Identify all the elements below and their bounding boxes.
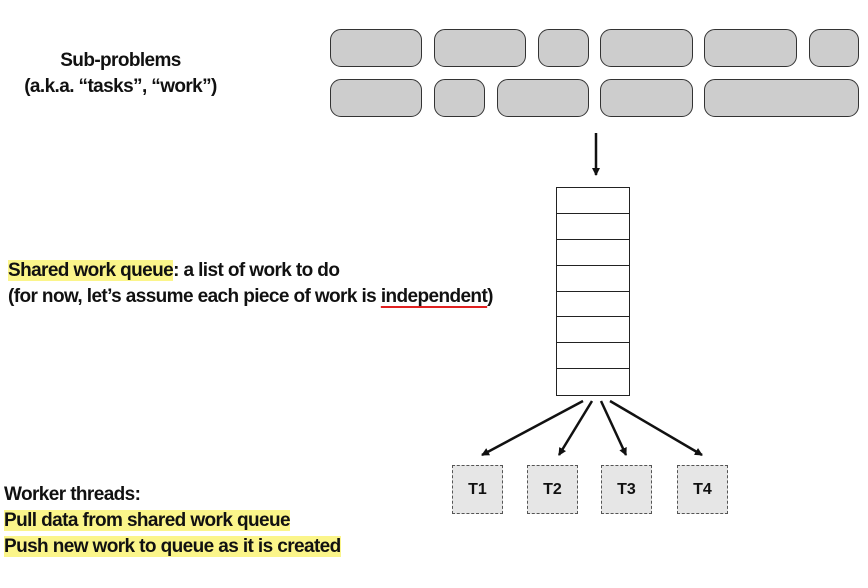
queue-slot bbox=[557, 214, 629, 240]
task-block bbox=[434, 29, 526, 67]
shared-work-queue bbox=[556, 187, 630, 396]
worker-thread-t4: T4 bbox=[677, 465, 728, 514]
queue-slot bbox=[557, 317, 629, 344]
queue-slot bbox=[557, 240, 629, 266]
worker-threads-title: Worker threads: bbox=[4, 484, 141, 505]
worker-description: Worker threads: Pull data from shared wo… bbox=[4, 482, 341, 560]
arrow-queue-to-t4 bbox=[609, 399, 703, 457]
queue-description-line1: Shared work queue: a list of work to do bbox=[8, 258, 493, 284]
task-block bbox=[434, 79, 485, 117]
subproblems-title: Sub-problems bbox=[60, 50, 181, 71]
worker-push-highlight: Push new work to queue as it is created bbox=[4, 536, 341, 557]
arrow-queue-to-t1 bbox=[481, 399, 584, 457]
worker-pull-line: Pull data from shared work queue bbox=[4, 508, 341, 534]
queue-slot bbox=[557, 188, 629, 214]
queue-term-highlight: Shared work queue bbox=[8, 260, 174, 281]
subproblems-label: Sub-problems (a.k.a. “tasks”, “work”) bbox=[8, 48, 233, 100]
worker-push-line: Push new work to queue as it is created bbox=[4, 534, 341, 560]
task-block bbox=[809, 29, 859, 67]
worker-thread-t3: T3 bbox=[601, 465, 652, 514]
queue-description-line2: (for now, let’s assume each piece of wor… bbox=[8, 284, 493, 310]
task-block bbox=[497, 79, 589, 117]
queue-slot bbox=[557, 266, 629, 292]
queue-slot bbox=[557, 343, 629, 370]
task-block bbox=[704, 29, 797, 67]
worker-pull-highlight: Pull data from shared work queue bbox=[4, 510, 291, 531]
worker-thread-t1: T1 bbox=[452, 465, 503, 514]
task-block bbox=[330, 29, 422, 67]
task-block bbox=[600, 79, 693, 117]
arrow-queue-to-t3 bbox=[599, 400, 628, 456]
task-block bbox=[600, 29, 693, 67]
subproblems-subtitle: (a.k.a. “tasks”, “work”) bbox=[24, 76, 217, 97]
task-block bbox=[330, 79, 422, 117]
worker-thread-t2: T2 bbox=[527, 465, 578, 514]
task-block bbox=[704, 79, 859, 117]
queue-slot bbox=[557, 292, 629, 318]
arrow-queue-to-t2 bbox=[557, 400, 594, 456]
queue-description-rest: : a list of work to do bbox=[173, 260, 340, 281]
queue-assumption-start: (for now, let’s assume each piece of wor… bbox=[8, 286, 381, 307]
independent-underlined: independent bbox=[380, 286, 488, 307]
queue-description: Shared work queue: a list of work to do … bbox=[8, 258, 493, 310]
task-block bbox=[538, 29, 589, 67]
queue-assumption-end: ) bbox=[487, 286, 493, 307]
